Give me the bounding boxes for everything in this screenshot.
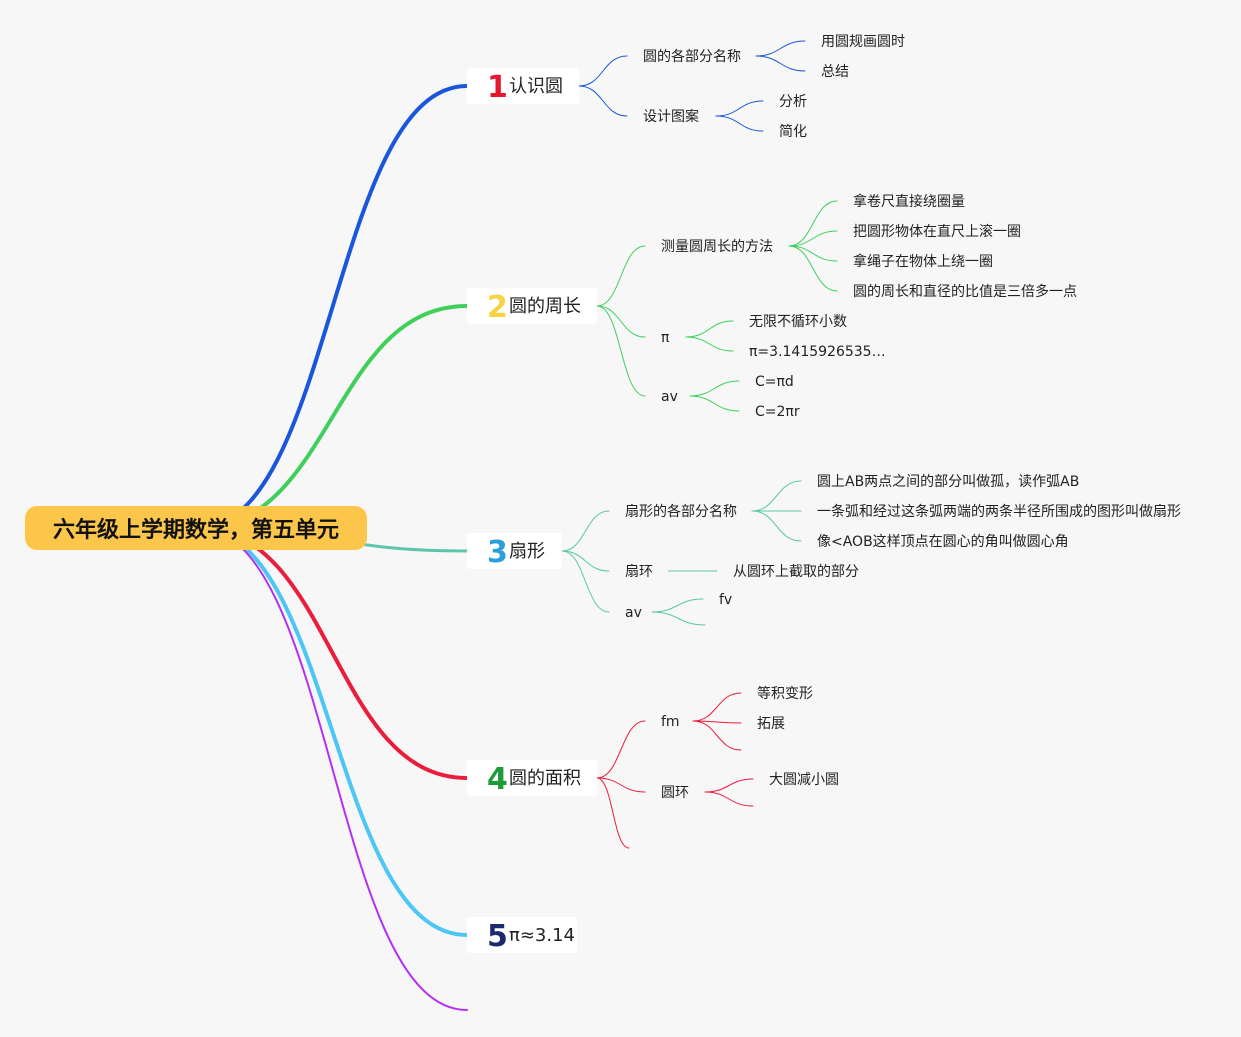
sub-line (596, 777, 646, 793)
leaf-b2c1g2[interactable]: 把圆形物体在直尺上滚一圈 (853, 223, 1021, 240)
branch-label: 圆的周长 (509, 296, 581, 317)
leaf-b3c3g1[interactable]: fv (719, 592, 732, 608)
leaf-b2c2g1[interactable]: 无限不循环小数 (749, 314, 847, 330)
branch-number: 1 (487, 70, 508, 105)
mindmap-edges (196, 40, 838, 1011)
sub-line (578, 85, 628, 117)
sub-topic-b1c2[interactable]: 设计图案 (643, 108, 699, 125)
leaf-b2c2g2[interactable]: π=3.1415926535… (749, 344, 886, 360)
branch-number: 4 (487, 762, 508, 797)
leaf-line (692, 720, 742, 751)
sub-topic-b3c1[interactable]: 扇形的各部分名称 (625, 504, 737, 520)
branch-node-box (467, 533, 562, 569)
branch-line-2 (196, 304, 469, 530)
leaf-b4c1g2[interactable]: 拓展 (757, 716, 785, 732)
leaf-line (704, 778, 754, 793)
leaf-line (715, 115, 764, 132)
sub-topic-b2c2[interactable]: π (661, 330, 670, 346)
leaf-line (689, 395, 740, 412)
branch-node-box (467, 68, 579, 104)
leaf-line (704, 791, 754, 807)
leaf-line (651, 598, 704, 613)
sub-line (561, 550, 610, 572)
leaf-line (692, 692, 742, 722)
sub-topic-b3c2[interactable]: 扇环 (625, 564, 653, 580)
sub-topic-b3c3[interactable]: av (625, 605, 642, 621)
branch-number: 5 (487, 919, 508, 954)
sub-topic-b1c1[interactable]: 圆的各部分名称 (643, 49, 741, 65)
leaf-line (651, 611, 706, 626)
leaf-b3c1g3[interactable]: 像<AOB这样顶点在圆心的角叫做圆心角 (817, 533, 1069, 550)
leaf-line (755, 40, 806, 57)
sub-topic-b4c2[interactable]: 圆环 (661, 785, 689, 801)
leaf-line (751, 510, 802, 542)
leaf-b2c1g3[interactable]: 拿绳子在物体上绕一圈 (853, 253, 993, 270)
leaf-line (685, 336, 734, 352)
leaf-b3c2g1[interactable]: 从圆环上截取的部分 (733, 564, 859, 580)
branch-line-5 (196, 526, 469, 937)
leaf-line (788, 245, 838, 292)
sub-line (561, 510, 610, 552)
sub-line (596, 720, 646, 779)
sub-line (596, 305, 646, 338)
branch-node-box (467, 760, 597, 796)
leaf-line (751, 480, 802, 512)
branch-line-1 (196, 84, 469, 530)
branch-node-box (467, 917, 577, 953)
leaf-b2c1g4[interactable]: 圆的周长和直径的比值是三倍多一点 (853, 283, 1077, 300)
leaf-b2c3g2[interactable]: C=2πr (755, 404, 800, 420)
branch-label: 认识圆 (509, 76, 563, 97)
branch-number: 3 (487, 535, 508, 570)
leaf-b2c3g1[interactable]: C=πd (755, 374, 794, 390)
branch-label: π≈3.14 (509, 925, 575, 946)
sub-line (596, 777, 630, 849)
leaf-b1c2g2[interactable]: 简化 (779, 123, 807, 140)
branch-label: 圆的面积 (509, 768, 581, 789)
leaf-b1c1g2[interactable]: 总结 (821, 64, 849, 80)
sub-topic-b2c3[interactable]: av (661, 389, 678, 405)
leaf-line (715, 100, 764, 117)
leaf-line (788, 200, 838, 247)
branch-node-box (467, 288, 597, 324)
leaf-line (788, 230, 838, 247)
root-label: 六年级上学期数学，第五单元 (53, 517, 339, 543)
branch-line-6 (197, 527, 468, 1011)
root-node[interactable]: 六年级上学期数学，第五单元 (25, 506, 367, 550)
branch-number: 2 (487, 290, 508, 325)
leaf-b4c1g1[interactable]: 等积变形 (757, 685, 813, 702)
leaf-line (685, 320, 734, 338)
branch-line-4 (196, 526, 469, 780)
sub-line (596, 305, 646, 397)
sub-line (578, 55, 628, 87)
leaf-b4c2g1[interactable]: 大圆减小圆 (769, 772, 839, 788)
sub-topic-b2c1[interactable]: 测量圆周长的方法 (661, 239, 773, 255)
leaf-line (689, 380, 740, 397)
leaf-b2c1g1[interactable]: 拿卷尺直接绕圈量 (853, 193, 965, 210)
leaf-b1c1g1[interactable]: 用圆规画圆时 (821, 34, 905, 50)
leaf-b1c2g1[interactable]: 分析 (779, 94, 807, 110)
sub-topic-b4c1[interactable]: fm (661, 714, 680, 730)
leaf-line (755, 55, 806, 72)
sub-line (561, 550, 610, 613)
leaf-b3c1g2[interactable]: 一条弧和经过这条弧两端的两条半径所围成的图形叫做扇形 (817, 503, 1181, 520)
root-node-box (25, 506, 367, 550)
branch-label: 扇形 (509, 541, 545, 562)
leaf-line (788, 245, 838, 262)
sub-line (596, 245, 646, 307)
leaf-b3c1g1[interactable]: 圆上AB两点之间的部分叫做孤，读作弧AB (817, 473, 1079, 490)
